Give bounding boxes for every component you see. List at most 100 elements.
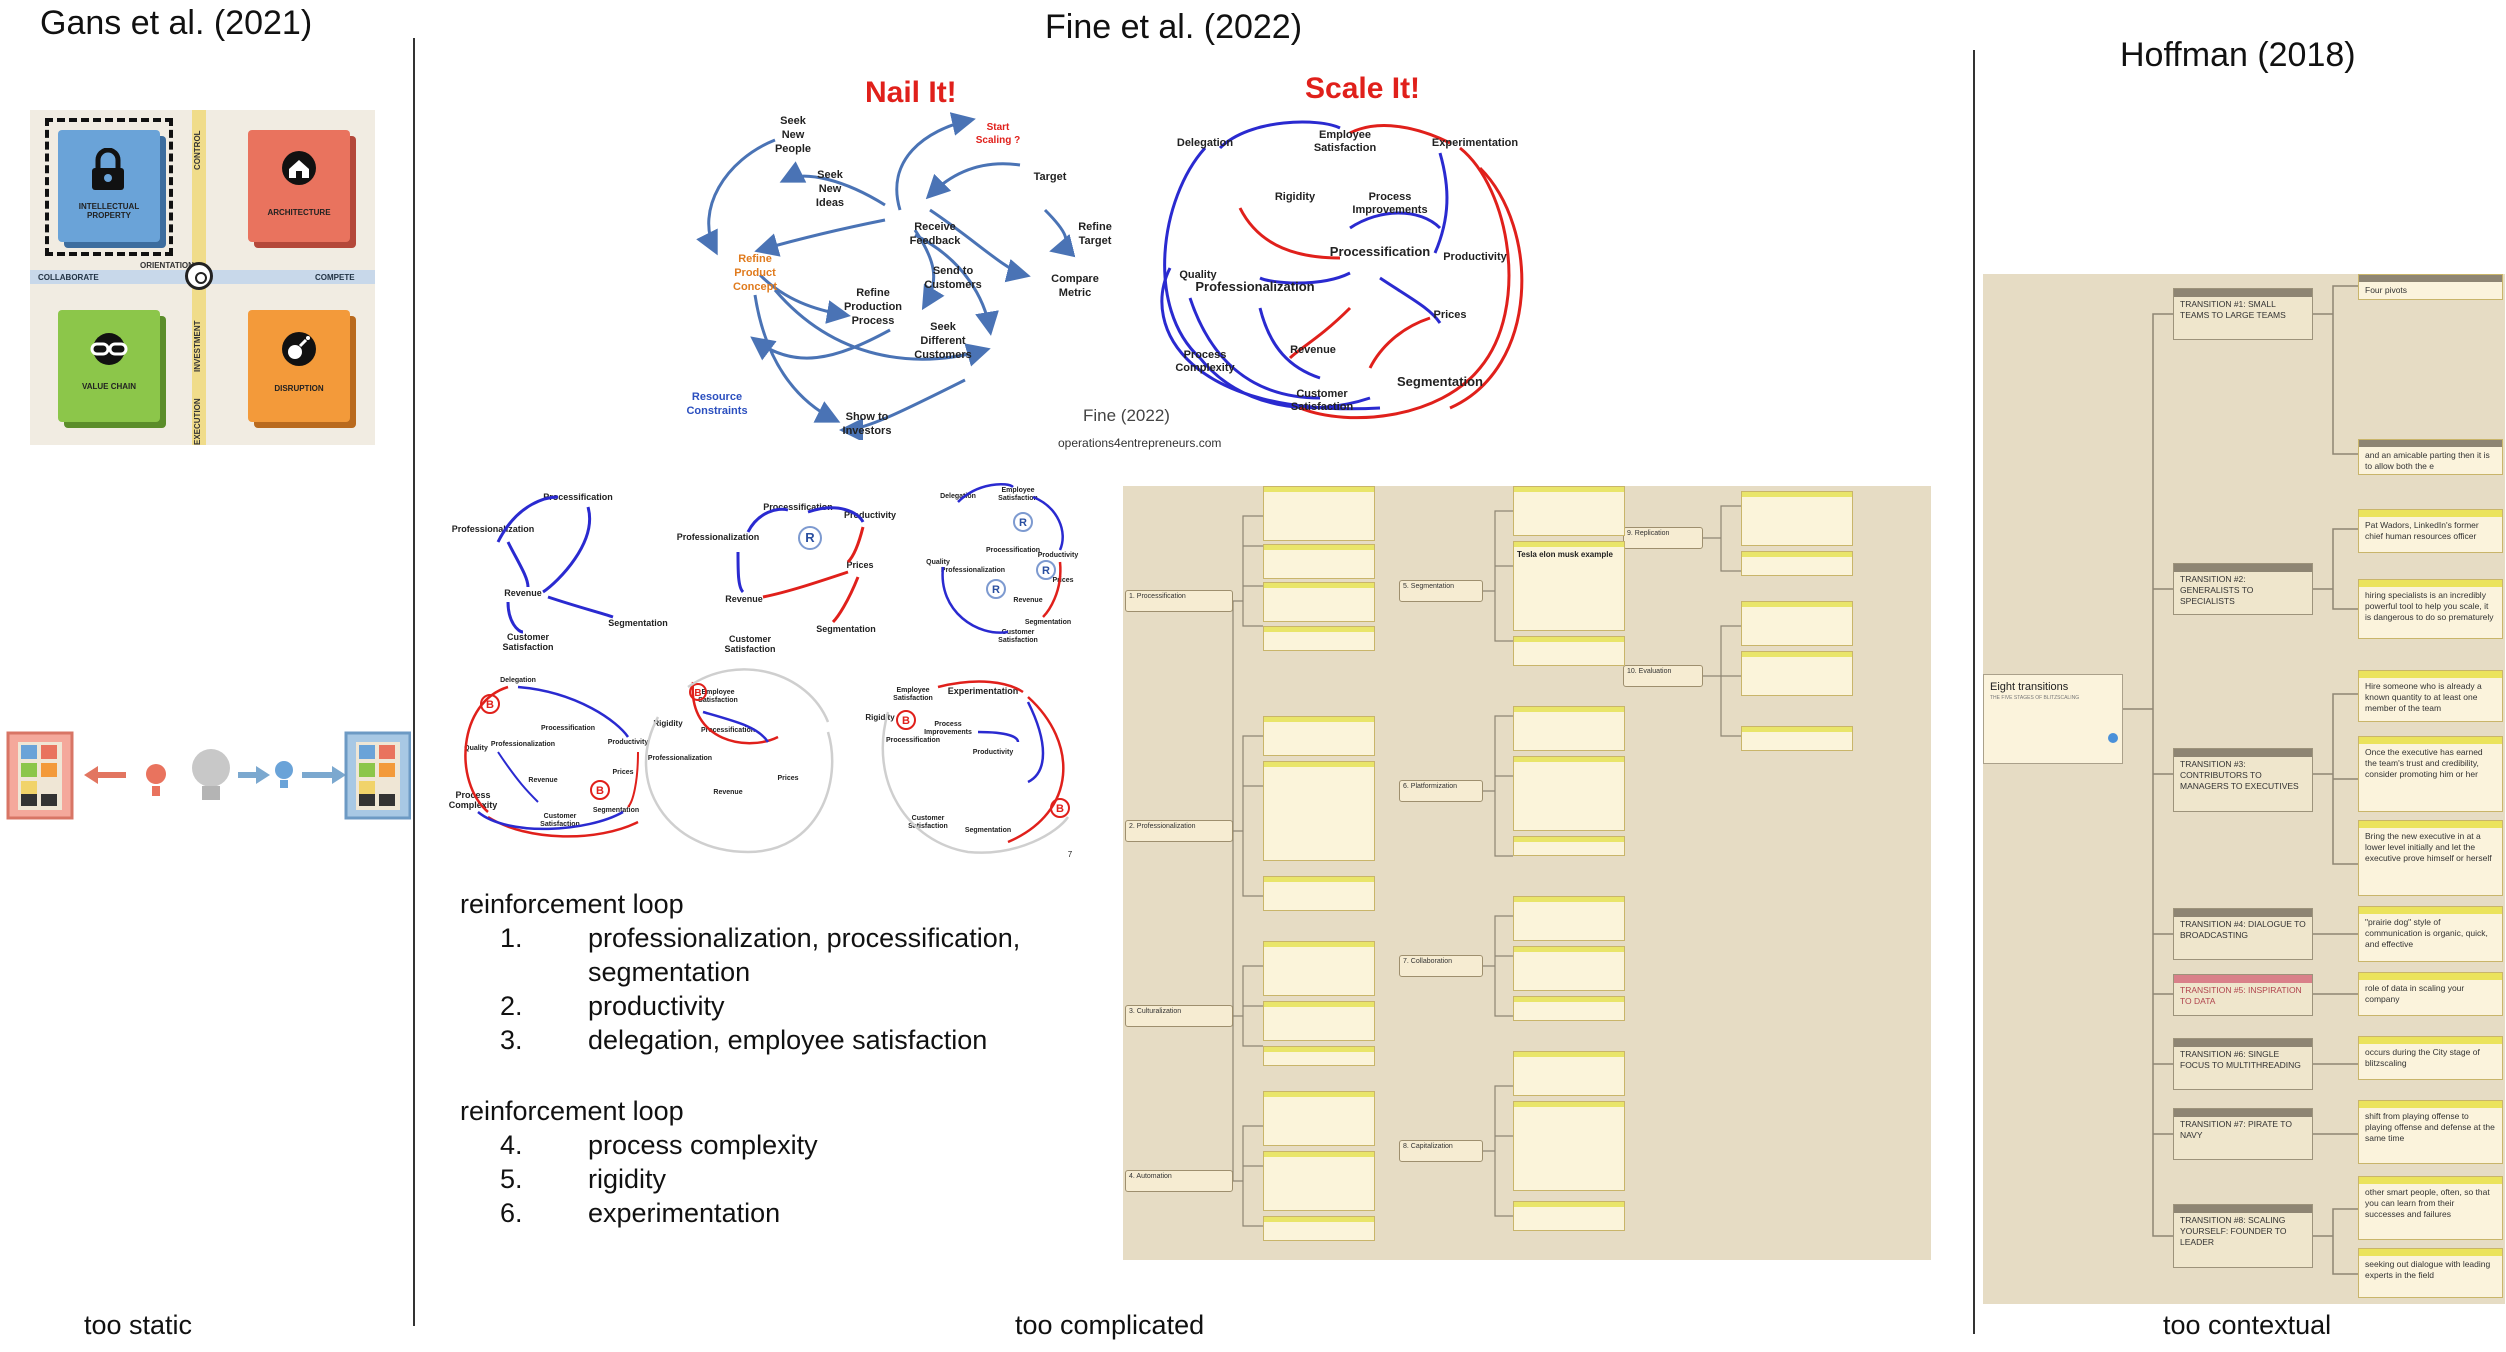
separator-left — [413, 38, 415, 1326]
leaf-note: hiring specialists is an incredibly powe… — [2358, 579, 2503, 639]
svg-text:Investors: Investors — [843, 425, 892, 437]
svg-text:Refine: Refine — [738, 253, 772, 265]
svg-text:Revenue: Revenue — [1290, 344, 1336, 356]
svg-text:Segmentation: Segmentation — [816, 624, 876, 634]
svg-text:Prices: Prices — [1052, 577, 1073, 584]
note-card — [1513, 946, 1625, 991]
node-seek-new-ideas: Seek — [817, 169, 844, 181]
svg-text:Show to: Show to — [846, 411, 889, 423]
svg-text:Different: Different — [920, 335, 966, 347]
svg-text:Revenue: Revenue — [725, 594, 763, 604]
svg-text:Scaling ?: Scaling ? — [976, 135, 1020, 146]
svg-text:R: R — [992, 584, 1000, 596]
svg-text:Segmentation: Segmentation — [608, 618, 668, 628]
leaf-note: other smart people, often, so that you c… — [2358, 1176, 2503, 1240]
svg-text:Customer: Customer — [729, 634, 772, 644]
svg-text:Quality: Quality — [1179, 269, 1217, 281]
note-card — [1513, 486, 1625, 536]
note-card — [1263, 1001, 1375, 1041]
quadrant-intellectual-property: INTELLECTUAL PROPERTY — [58, 130, 160, 242]
svg-text:Prices: Prices — [612, 769, 633, 776]
note-card — [1741, 601, 1853, 646]
node-seek-new-people: Seek — [780, 115, 807, 127]
svg-text:B: B — [902, 715, 910, 727]
svg-text:Professionalization: Professionalization — [941, 567, 1005, 574]
transition-node: TRANSITION #4: DIALOGUE TO BROADCASTING — [2173, 908, 2313, 960]
axis-investment: INVESTMENT — [193, 320, 202, 372]
scale-it-title: Scale It! — [1305, 72, 1421, 105]
axis-compete: COMPETE — [315, 273, 355, 282]
bomb-icon — [282, 332, 316, 366]
svg-text:Employee: Employee — [701, 689, 734, 696]
svg-text:Process: Process — [852, 315, 895, 327]
note-card — [1741, 551, 1853, 576]
note-card — [1513, 1101, 1625, 1191]
branch-node: 3. Culturalization — [1125, 1005, 1233, 1027]
leaf-note: Bring the new executive in at a lower le… — [2358, 820, 2503, 896]
svg-text:Segmentation: Segmentation — [593, 807, 639, 814]
svg-text:Constraints: Constraints — [686, 405, 747, 417]
leaf-note: Once the executive has earned the team's… — [2358, 736, 2503, 812]
svg-text:Satisfaction: Satisfaction — [1314, 142, 1377, 154]
svg-text:Satisfaction: Satisfaction — [502, 642, 553, 652]
svg-text:Target: Target — [1034, 171, 1067, 183]
house-icon — [282, 151, 316, 185]
svg-text:Customer: Customer — [1002, 629, 1035, 636]
loop-list-1: reinforcement loop 1.professionalization… — [460, 887, 1020, 1057]
svg-text:Employee: Employee — [896, 687, 929, 694]
svg-text:Customers: Customers — [914, 349, 971, 361]
fine-credit: Fine (2022) — [1083, 406, 1170, 425]
fine-title: Fine et al. (2022) — [1045, 8, 1303, 46]
transition-node: TRANSITION #6: SINGLE FOCUS TO MULTITHRE… — [2173, 1038, 2313, 1090]
svg-text:Process: Process — [1184, 349, 1227, 361]
transition-node: TRANSITION #1: SMALL TEAMS TO LARGE TEAM… — [2173, 288, 2313, 340]
svg-text:Professionalization: Professionalization — [648, 755, 712, 762]
svg-text:Resource: Resource — [692, 391, 742, 403]
nail-it-title: Nail It! — [865, 76, 957, 109]
gans-title: Gans et al. (2021) — [40, 4, 313, 42]
quadrant-label: INTELLECTUAL PROPERTY — [78, 202, 140, 220]
expand-icon[interactable] — [2108, 733, 2118, 743]
svg-text:Employee: Employee — [1001, 487, 1034, 494]
note-card — [1263, 716, 1375, 756]
loop-heading: reinforcement loop — [460, 1096, 684, 1126]
note-card — [1263, 626, 1375, 651]
note-card — [1263, 582, 1375, 622]
chain-icon — [90, 333, 128, 365]
svg-text:Quality: Quality — [464, 745, 488, 752]
svg-text:Satisfaction: Satisfaction — [1291, 401, 1354, 413]
hoffman-mindmap: Eight transitions THE FIVE STAGES OF BLI… — [1983, 274, 2505, 1304]
leaf-note: "prairie dog" style of communication is … — [2358, 906, 2503, 962]
svg-text:Prices: Prices — [777, 775, 798, 782]
note-card — [1741, 491, 1853, 546]
svg-text:Complexity: Complexity — [449, 800, 498, 810]
svg-text:Processification: Processification — [701, 727, 755, 734]
axis-collaborate: COLLABORATE — [38, 273, 99, 282]
note-card — [1513, 996, 1625, 1021]
transition-node: TRANSITION #3: CONTRIBUTORS TO MANAGERS … — [2173, 748, 2313, 812]
page-number: 7 — [1068, 850, 1073, 859]
quadrant-label: DISRUPTION — [274, 384, 324, 393]
svg-text:Productivity: Productivity — [1038, 552, 1079, 559]
svg-text:Satisfaction: Satisfaction — [998, 495, 1038, 502]
svg-text:Delegation: Delegation — [500, 677, 536, 684]
note-card — [1263, 1046, 1375, 1066]
note-card — [1263, 941, 1375, 996]
svg-text:Delegation: Delegation — [1177, 137, 1234, 149]
leaf-note: Hire someone who is already a known quan… — [2358, 670, 2503, 722]
branch-node: 10. Evaluation — [1623, 665, 1703, 687]
svg-text:Concept: Concept — [733, 281, 777, 293]
svg-text:Customers: Customers — [924, 279, 981, 291]
svg-text:Processification: Processification — [541, 725, 595, 732]
svg-text:Customer: Customer — [912, 815, 945, 822]
svg-text:Start: Start — [987, 122, 1010, 133]
svg-text:Prices: Prices — [1433, 309, 1466, 321]
svg-text:Send to: Send to — [933, 265, 974, 277]
note-card — [1263, 1151, 1375, 1211]
svg-text:Professionalization: Professionalization — [491, 741, 555, 748]
svg-text:Processification: Processification — [986, 547, 1040, 554]
svg-text:Professionalization: Professionalization — [1195, 279, 1314, 294]
note-card — [1263, 486, 1375, 541]
svg-text:Prices: Prices — [846, 560, 873, 570]
